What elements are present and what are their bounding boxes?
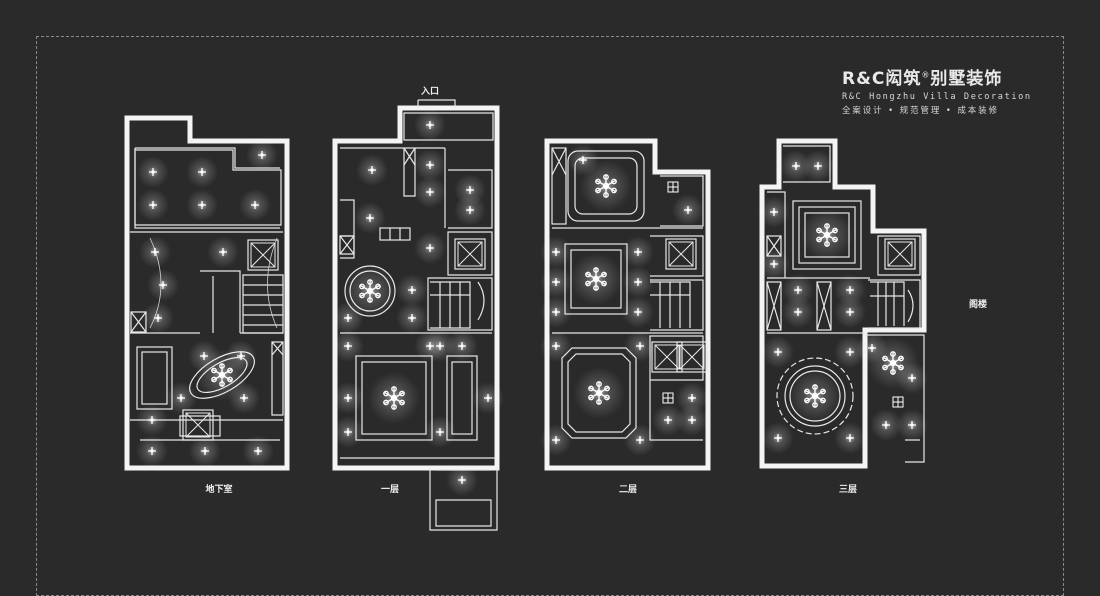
third-ornate-ceiling-mid xyxy=(784,365,846,427)
first-left-cabinets xyxy=(339,147,416,255)
floor-plans-drawing: 地下室 入口 一层 xyxy=(124,86,987,531)
second-study-chandelier-icon xyxy=(572,366,626,420)
brand-title-main: R&C闳筑 xyxy=(842,69,922,89)
second-outer-wall xyxy=(544,138,711,471)
second-vent-icon-1 xyxy=(667,181,679,193)
third-stair xyxy=(870,281,914,326)
third-ornate-ceiling xyxy=(776,357,854,435)
plan-basement: 地下室 xyxy=(124,115,290,495)
first-rear-porch xyxy=(340,457,498,531)
third-floor-label: 三层 xyxy=(839,484,857,495)
first-side-panel-inner xyxy=(451,361,473,435)
first-outer-wall xyxy=(332,105,500,471)
second-inner-lines xyxy=(552,175,704,441)
third-outer-wall xyxy=(759,138,927,469)
third-lights xyxy=(757,149,929,455)
third-vent-icon xyxy=(892,396,904,408)
first-floor-label: 一层 xyxy=(381,484,399,495)
basement-label: 地下室 xyxy=(205,483,232,495)
second-stair xyxy=(650,281,691,328)
second-master-ceiling-inner xyxy=(574,157,638,215)
first-dining-lamp xyxy=(379,227,411,241)
third-bedroom-chandelier-icon xyxy=(800,208,854,262)
brand-title-tail: 别墅装饰 xyxy=(930,69,1003,89)
brand-english-name: R&C Hongzhu Villa Decoration xyxy=(842,92,1032,102)
first-stair xyxy=(430,281,485,329)
second-wardrobe-left xyxy=(551,147,567,225)
second-vent-icon-2 xyxy=(662,392,674,404)
basement-elevator-icon xyxy=(247,239,279,271)
basement-top-room xyxy=(134,149,282,226)
third-ornate-chandelier-icon xyxy=(788,369,842,423)
plan-first-floor: 入口 一层 xyxy=(331,86,505,531)
brand-logo: R&C闳筑®别墅装饰 R&C Hongzhu Villa Decoration … xyxy=(842,64,1038,116)
basement-side-wardrobe xyxy=(130,311,284,416)
first-dining-lamp-lines xyxy=(389,228,401,240)
basement-lights xyxy=(135,138,279,468)
plan-second-floor: 二层 xyxy=(539,138,711,495)
second-study-ceiling-inner xyxy=(567,353,631,433)
third-bedroom-ceiling xyxy=(792,200,862,270)
basement-stair xyxy=(212,274,284,334)
second-elevator-icon xyxy=(665,238,697,270)
brand-slogan: 全案设计 • 规范管理 • 成本装修 xyxy=(842,105,1000,115)
basement-sofa-inner xyxy=(141,351,168,405)
third-elevator-icon xyxy=(884,238,916,270)
second-wardrobe-left-x xyxy=(551,147,567,176)
entrance-label: 入口 xyxy=(420,86,439,97)
second-floor-label: 二层 xyxy=(619,484,637,495)
third-bedroom-ceiling-mid xyxy=(798,206,856,264)
registered-mark: ® xyxy=(921,70,931,80)
second-master-ceiling xyxy=(567,150,645,222)
first-living-chandelier-icon xyxy=(367,371,421,425)
basement-outer-wall xyxy=(124,115,290,471)
second-bedroom-chandelier-icon xyxy=(569,252,623,306)
first-entry-porch xyxy=(403,99,494,141)
first-elevator-icon xyxy=(454,238,486,270)
brand-title: R&C闳筑®别墅装饰 xyxy=(842,64,1038,89)
plan-third-floor: 三层 xyxy=(757,138,929,495)
attic-label: 阁楼 xyxy=(969,298,987,310)
